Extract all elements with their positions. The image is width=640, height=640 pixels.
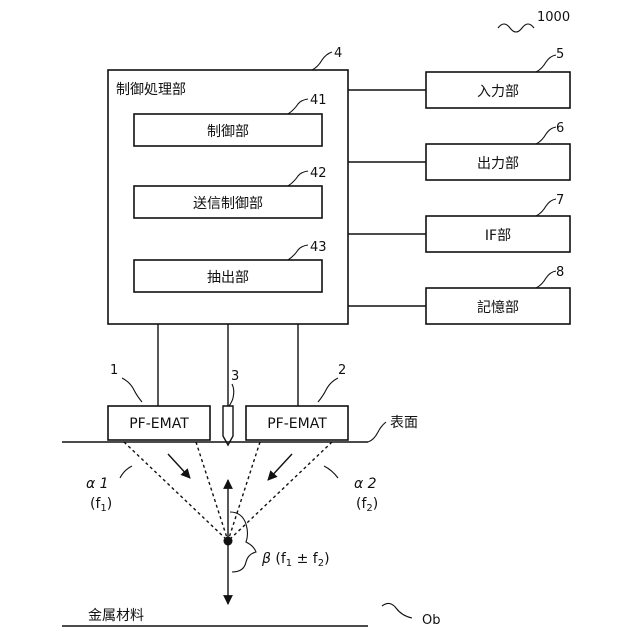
alpha2-freq: (f2)	[356, 496, 378, 514]
emat-left-label: PF-EMAT	[129, 416, 189, 432]
alpha1-freq: (f1)	[90, 496, 112, 514]
emat-right-ref-leader	[318, 378, 338, 402]
alpha1-angle: α 1	[86, 476, 109, 492]
controller-ref-leader	[312, 52, 332, 70]
surface-label: 表面	[390, 415, 418, 431]
beam-left-outer	[124, 442, 228, 541]
storage-unit-ref-leader	[536, 271, 556, 288]
storage-unit-ref: 8	[556, 265, 564, 280]
transmit-control-unit-ref: 42	[310, 166, 327, 181]
system-ref-leader	[498, 24, 534, 32]
extraction-unit-ref: 43	[310, 240, 327, 255]
probe	[223, 406, 233, 445]
wave-arrow-right	[268, 454, 292, 480]
control-unit-label: 制御部	[207, 124, 249, 140]
alpha1-leader	[120, 466, 132, 478]
transmit-control-unit-label: 送信制御部	[193, 196, 263, 212]
input-unit-label: 入力部	[477, 84, 519, 100]
material-label: 金属材料	[88, 608, 144, 624]
alpha2-leader	[324, 466, 338, 478]
beta-brace	[230, 512, 256, 572]
probe-ref: 3	[231, 369, 239, 384]
object-ref-leader	[382, 603, 412, 618]
output-unit-label: 出力部	[477, 156, 519, 172]
emat-right-ref: 2	[338, 363, 346, 378]
focal-point	[224, 537, 233, 546]
emat-left-ref: 1	[110, 363, 118, 378]
output-unit-ref-leader	[536, 127, 556, 144]
control-unit-ref: 41	[310, 93, 327, 108]
emat-left-ref-leader	[122, 378, 142, 402]
extraction-unit-label: 抽出部	[207, 270, 249, 286]
beta-label: β (f1 ± f2)	[261, 551, 330, 569]
controller-ref: 4	[334, 46, 342, 61]
if-unit-ref: 7	[556, 193, 564, 208]
if-unit-label: IF部	[485, 228, 511, 244]
input-unit-ref: 5	[556, 47, 564, 62]
input-unit-ref-leader	[536, 55, 556, 72]
output-unit-ref: 6	[556, 121, 564, 136]
if-unit-ref-leader	[536, 199, 556, 216]
storage-unit-label: 記憶部	[477, 299, 519, 316]
surface-leader	[368, 422, 386, 442]
beam-right-outer	[228, 442, 332, 541]
probe-ref-leader	[229, 384, 234, 406]
system-ref: 1000	[537, 10, 570, 25]
emat-right-label: PF-EMAT	[267, 416, 327, 432]
controller-title: 制御処理部	[116, 82, 186, 98]
object-ref: Ob	[422, 613, 440, 628]
wave-arrow-left	[168, 454, 190, 478]
alpha2-angle: α 2	[354, 476, 377, 492]
